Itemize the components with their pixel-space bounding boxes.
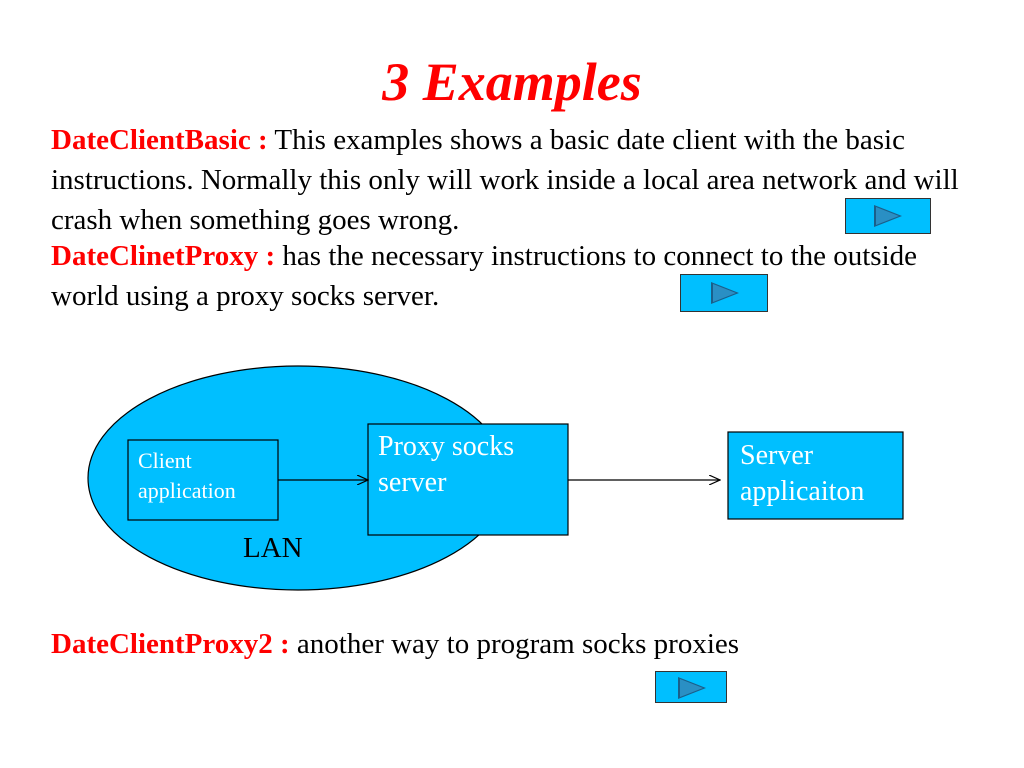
proxy-server-label: Proxy socks server bbox=[378, 429, 514, 501]
proxy-label-line-1: Proxy socks bbox=[378, 431, 515, 462]
client-application-label: Client application bbox=[138, 446, 236, 506]
play-icon bbox=[678, 677, 706, 699]
slide-title: 3 Examples bbox=[382, 52, 642, 112]
example-1-paragraph: DateClientBasic : This examples shows a … bbox=[51, 120, 971, 240]
client-label-line-1: Client bbox=[138, 448, 192, 473]
proxy-server-box bbox=[367, 423, 569, 536]
example-3-text: another way to program socks proxies bbox=[289, 628, 740, 660]
client-application-box bbox=[127, 439, 279, 521]
server-label-line-2: applicaiton bbox=[740, 476, 865, 507]
example-3-paragraph: DateClientProxy2 : another way to progra… bbox=[51, 624, 971, 664]
client-label-line-2: application bbox=[138, 478, 236, 503]
play-icon bbox=[711, 282, 739, 304]
server-application-label: Server applicaiton bbox=[740, 438, 864, 510]
server-application-box bbox=[727, 431, 904, 520]
example-2-text: has the necessary instructions to connec… bbox=[51, 240, 918, 312]
play-icon bbox=[874, 205, 902, 227]
example-1-text: This examples shows a basic date client … bbox=[51, 124, 959, 236]
lan-label: LAN bbox=[243, 532, 303, 564]
example-1-name: DateClientBasic : bbox=[51, 124, 268, 156]
example-2-paragraph: DateClinetProxy : has the necessary inst… bbox=[51, 236, 971, 316]
proxy-label-line-2: server bbox=[378, 467, 447, 498]
example-3-name: DateClientProxy2 : bbox=[51, 628, 290, 660]
play-example-2-button[interactable] bbox=[680, 274, 768, 312]
example-2-name: DateClinetProxy : bbox=[51, 240, 276, 272]
play-example-3-button[interactable] bbox=[655, 671, 727, 703]
server-label-line-1: Server bbox=[740, 440, 814, 471]
play-example-1-button[interactable] bbox=[845, 198, 931, 234]
